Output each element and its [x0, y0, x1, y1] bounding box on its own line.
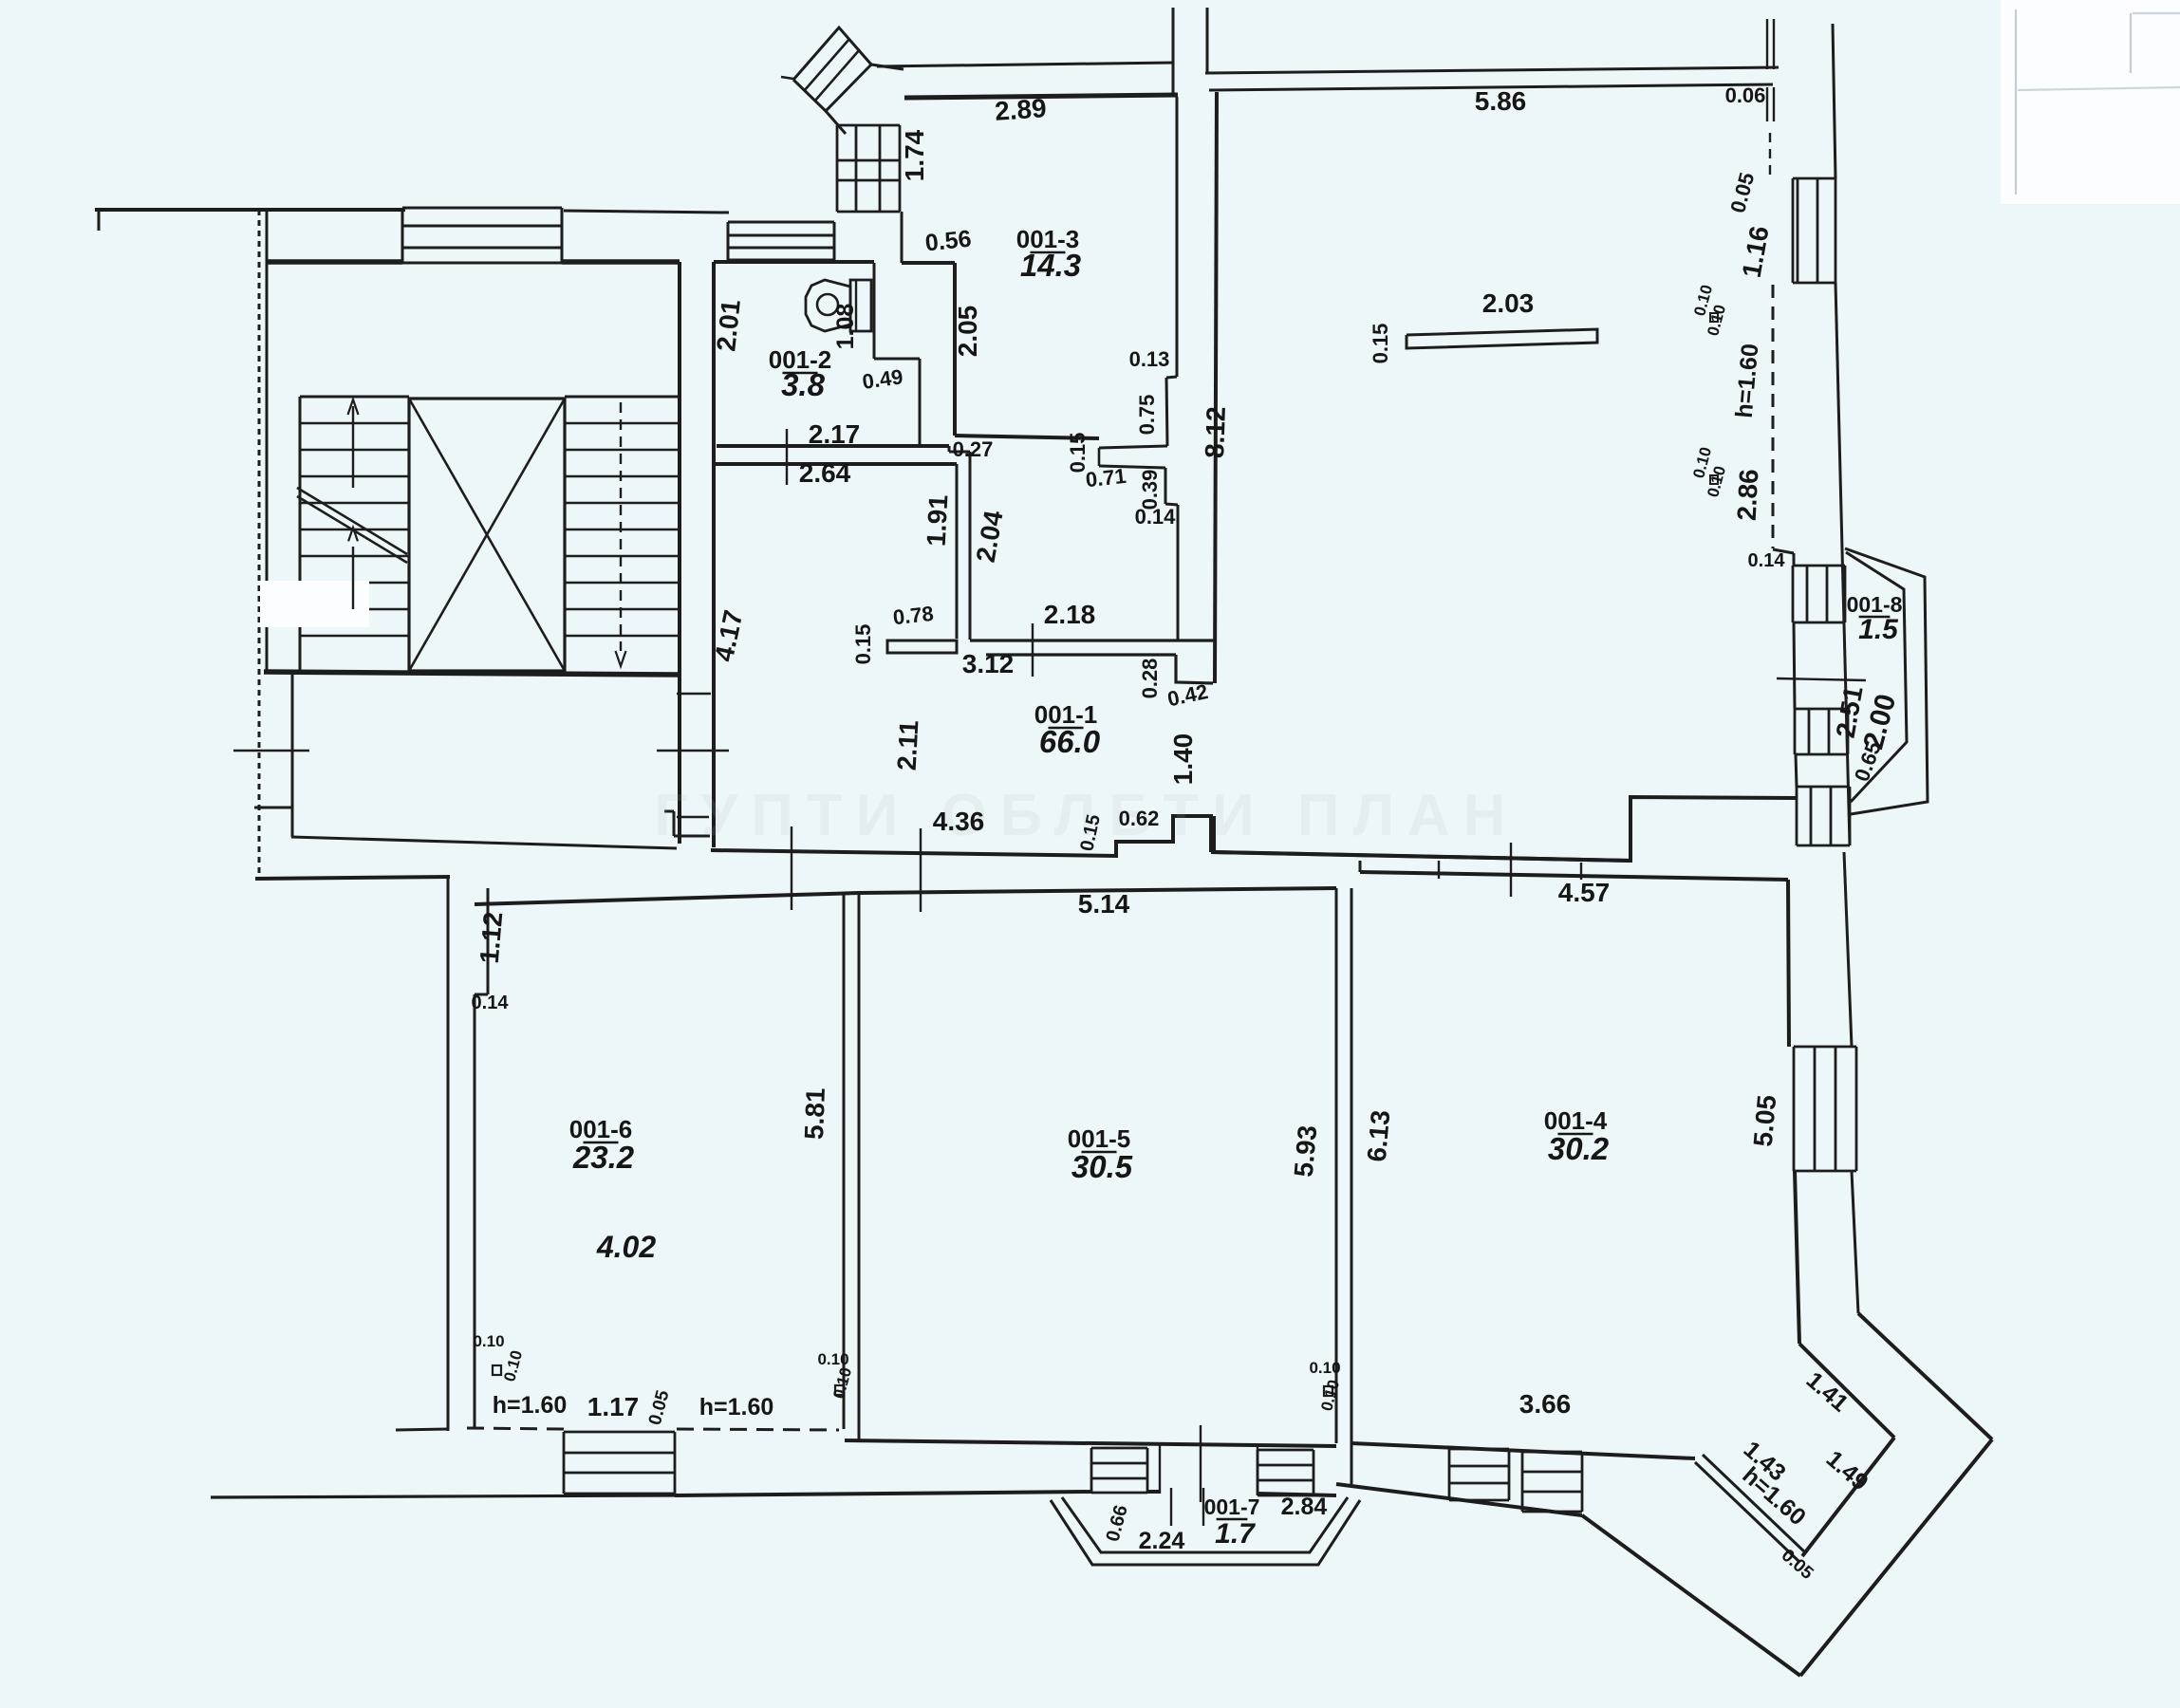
- svg-text:0.14: 0.14: [472, 993, 510, 1013]
- svg-text:0.10: 0.10: [473, 1332, 504, 1350]
- svg-text:0.78: 0.78: [892, 602, 935, 629]
- svg-text:0.56: 0.56: [923, 226, 972, 257]
- svg-text:h=1.60: h=1.60: [1731, 343, 1764, 419]
- svg-text:h=1.60: h=1.60: [699, 1394, 774, 1420]
- svg-text:5.14: 5.14: [1078, 889, 1130, 919]
- svg-text:1.91: 1.91: [922, 493, 954, 547]
- svg-text:0.71: 0.71: [1085, 464, 1127, 492]
- svg-text:2.17: 2.17: [809, 419, 861, 449]
- svg-text:2.05: 2.05: [953, 306, 982, 358]
- svg-text:2.86: 2.86: [1732, 468, 1764, 521]
- svg-text:30.2: 30.2: [1548, 1131, 1610, 1166]
- svg-text:3.66: 3.66: [1519, 1389, 1572, 1419]
- svg-text:1.17: 1.17: [587, 1392, 640, 1421]
- svg-text:001-7: 001-7: [1204, 1494, 1260, 1519]
- svg-text:4.02: 4.02: [596, 1230, 656, 1264]
- svg-text:0.39: 0.39: [1138, 470, 1162, 511]
- svg-text:2.24: 2.24: [1139, 1528, 1185, 1554]
- svg-text:30.5: 30.5: [1071, 1149, 1133, 1184]
- svg-text:0.10: 0.10: [1309, 1359, 1340, 1377]
- svg-text:5.05: 5.05: [1748, 1094, 1782, 1148]
- svg-text:1.7: 1.7: [1215, 1518, 1256, 1550]
- svg-text:0.27: 0.27: [953, 437, 994, 461]
- svg-text:2.84: 2.84: [1281, 1494, 1328, 1520]
- svg-text:ГУПТИ ОБЛБТИ ПЛАН: ГУПТИ ОБЛБТИ ПЛАН: [655, 783, 1519, 848]
- svg-text:5.93: 5.93: [1289, 1124, 1323, 1179]
- svg-text:66.0: 66.0: [1039, 724, 1101, 759]
- svg-text:0.10: 0.10: [817, 1350, 848, 1368]
- svg-text:0.49: 0.49: [861, 364, 904, 394]
- svg-text:2.18: 2.18: [1044, 600, 1096, 629]
- svg-text:3.8: 3.8: [781, 367, 826, 402]
- svg-text:001-6: 001-6: [569, 1115, 633, 1143]
- svg-text:2.01: 2.01: [711, 298, 746, 352]
- svg-text:0.14: 0.14: [1748, 550, 1786, 571]
- svg-text:0.62: 0.62: [1119, 807, 1160, 830]
- svg-text:001-3: 001-3: [1016, 225, 1080, 253]
- svg-text:2.89: 2.89: [994, 93, 1048, 126]
- svg-text:0.15: 0.15: [1066, 433, 1090, 473]
- svg-text:8.12: 8.12: [1200, 406, 1231, 459]
- svg-text:4.36: 4.36: [933, 807, 985, 836]
- svg-text:0.13: 0.13: [1129, 347, 1170, 371]
- svg-text:3.12: 3.12: [962, 649, 1015, 678]
- svg-text:1.74: 1.74: [900, 129, 929, 181]
- svg-text:5.86: 5.86: [1475, 86, 1527, 116]
- svg-text:0.14: 0.14: [1135, 505, 1177, 529]
- svg-text:1.08: 1.08: [832, 304, 859, 350]
- svg-text:001-8: 001-8: [1847, 592, 1903, 617]
- svg-text:0.75: 0.75: [1135, 395, 1159, 436]
- svg-text:0.15: 0.15: [851, 624, 875, 665]
- svg-text:001-2: 001-2: [769, 345, 832, 374]
- svg-text:14.3: 14.3: [1020, 248, 1081, 283]
- svg-text:6.13: 6.13: [1362, 1109, 1396, 1163]
- svg-text:2.64: 2.64: [799, 458, 851, 488]
- svg-text:4.57: 4.57: [1558, 878, 1611, 907]
- svg-text:23.2: 23.2: [572, 1140, 635, 1175]
- svg-text:1.12: 1.12: [475, 911, 509, 965]
- svg-text:001-5: 001-5: [1068, 1124, 1131, 1153]
- svg-text:0.06: 0.06: [1725, 84, 1766, 107]
- svg-text:0.28: 0.28: [1138, 659, 1162, 699]
- svg-text:2.03: 2.03: [1482, 288, 1535, 318]
- svg-text:001-4: 001-4: [1544, 1106, 1608, 1135]
- svg-text:h=1.60: h=1.60: [493, 1392, 568, 1419]
- svg-text:001-1: 001-1: [1034, 700, 1098, 729]
- svg-text:2.11: 2.11: [892, 719, 924, 771]
- svg-text:1.40: 1.40: [1168, 733, 1198, 786]
- svg-text:5.81: 5.81: [799, 1087, 830, 1141]
- svg-text:1.5: 1.5: [1858, 614, 1899, 645]
- svg-text:0.15: 0.15: [1369, 324, 1392, 364]
